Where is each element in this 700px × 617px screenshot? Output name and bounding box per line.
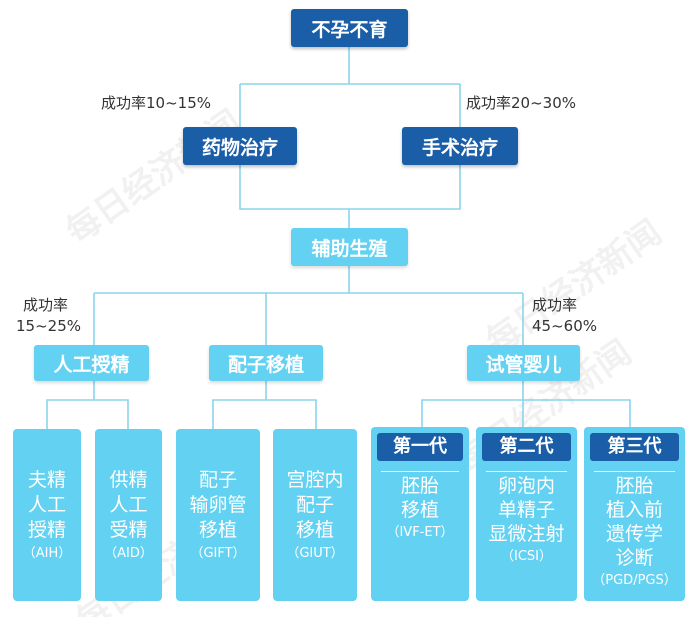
gen-line: 遗传学 bbox=[605, 522, 663, 545]
leaf-line: 宫腔内 bbox=[286, 469, 344, 492]
node-drug-treatment: 药物治疗 bbox=[183, 127, 297, 165]
gen-line: 植入前 bbox=[605, 498, 663, 521]
connector bbox=[46, 381, 129, 429]
ai-success-rate-value: 15~25% bbox=[16, 317, 81, 335]
gen-line: 移植 bbox=[400, 498, 439, 521]
leaf-abbr: （GIUT） bbox=[286, 545, 344, 561]
leaf-line: 供精 bbox=[109, 469, 148, 492]
gen-2-body: 卵泡内 单精子 显微注射 （ICSI） bbox=[476, 475, 577, 565]
connector bbox=[212, 381, 317, 429]
surgery-success-rate: 成功率20~30% bbox=[466, 94, 576, 112]
leaf-line: 受精 bbox=[109, 519, 148, 542]
gen-1-title: 第一代 bbox=[377, 433, 463, 461]
leaf-aid: 供精 人工 受精 （AID） bbox=[95, 429, 162, 601]
gen-line: 卵泡内 bbox=[497, 475, 555, 497]
node-artificial-insemination: 人工授精 bbox=[34, 345, 149, 381]
node-assisted-reproduction: 辅助生殖 bbox=[291, 228, 408, 266]
gen-line: 诊断 bbox=[615, 546, 654, 569]
leaf-line: 授精 bbox=[27, 519, 66, 542]
leaf-line: 输卵管 bbox=[189, 494, 247, 517]
leaf-giut: 宫腔内 配子 移植 （GIUT） bbox=[273, 429, 357, 601]
gen-3-pgd-pgs: 第三代 胚胎 植入前 遗传学 诊断 （PGD/PGS） bbox=[584, 427, 685, 601]
gen-2-title: 第二代 bbox=[482, 433, 571, 461]
gen-abbr: （IVF-ET） bbox=[386, 524, 454, 540]
leaf-abbr: （GIFT） bbox=[190, 545, 246, 561]
gen-line: 显微注射 bbox=[488, 522, 565, 545]
divider bbox=[381, 471, 459, 472]
leaf-line: 配子 bbox=[295, 494, 334, 517]
gen-line: 单精子 bbox=[497, 498, 555, 521]
gen-abbr: （ICSI） bbox=[501, 548, 552, 564]
ai-success-rate-label: 成功率 bbox=[23, 296, 69, 314]
ivf-success-rate-value: 45~60% bbox=[532, 317, 597, 335]
leaf-line: 移植 bbox=[198, 519, 237, 542]
leaf-aih: 夫精 人工 授精 （AIH） bbox=[13, 429, 81, 601]
gen-1-ivf-et: 第一代 胚胎 移植 （IVF-ET） bbox=[371, 427, 469, 601]
leaf-line: 移植 bbox=[295, 519, 334, 542]
connector bbox=[421, 381, 631, 427]
leaf-line: 夫精 bbox=[27, 469, 66, 492]
root-node-infertility: 不孕不育 bbox=[291, 9, 408, 47]
gen-3-body: 胚胎 植入前 遗传学 诊断 （PGD/PGS） bbox=[584, 475, 685, 589]
gen-3-title: 第三代 bbox=[590, 433, 679, 461]
gen-line: 胚胎 bbox=[400, 475, 439, 497]
node-surgery-treatment: 手术治疗 bbox=[402, 127, 518, 165]
leaf-line: 配子 bbox=[198, 469, 237, 492]
gen-abbr: （PGD/PGS） bbox=[592, 572, 677, 588]
leaf-line: 人工 bbox=[27, 494, 66, 517]
leaf-line: 人工 bbox=[109, 494, 148, 517]
divider bbox=[594, 471, 675, 472]
gen-line: 胚胎 bbox=[615, 475, 654, 497]
node-gamete-transfer: 配子移植 bbox=[209, 345, 323, 381]
ivf-success-rate-label: 成功率 bbox=[532, 296, 578, 314]
leaf-abbr: （AID） bbox=[104, 545, 153, 561]
node-ivf: 试管婴儿 bbox=[467, 345, 580, 381]
connector bbox=[239, 165, 461, 210]
leaf-gift: 配子 输卵管 移植 （GIFT） bbox=[176, 429, 260, 601]
gen-1-body: 胚胎 移植 （IVF-ET） bbox=[371, 475, 469, 541]
drug-success-rate: 成功率10~15% bbox=[101, 94, 211, 112]
divider bbox=[486, 471, 567, 472]
gen-2-icsi: 第二代 卵泡内 单精子 显微注射 （ICSI） bbox=[476, 427, 577, 601]
leaf-abbr: （AIH） bbox=[22, 545, 72, 561]
